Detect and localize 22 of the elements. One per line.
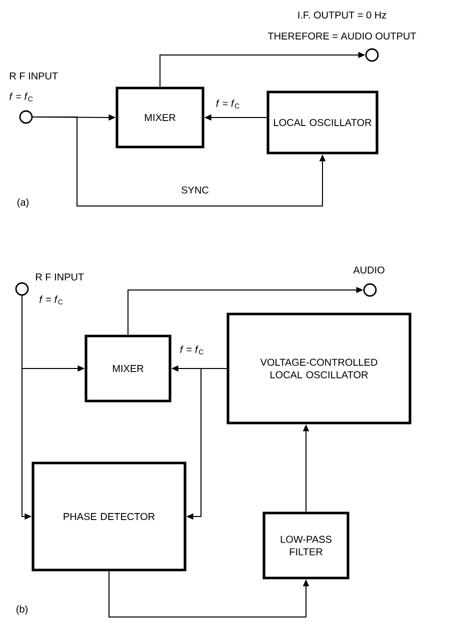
block-box: PHASE DETECTOR: [32, 462, 186, 572]
block-box: MIXER: [84, 334, 172, 402]
terminal-label: THEREFORE = AUDIO OUTPUT: [268, 32, 416, 40]
terminal-label: f = f$_{C}$: [10, 92, 33, 102]
terminal-label: R F INPUT: [36, 274, 84, 280]
terminal-label: f = f$_{C}$: [40, 296, 63, 304]
terminal-circle: [365, 48, 379, 62]
terminal-circle: [19, 110, 33, 124]
panel-label: (a): [18, 198, 28, 208]
terminal-circle: [363, 283, 377, 297]
block-box: MIXER: [116, 86, 204, 148]
block-box: LOW-PASS FILTER: [262, 512, 350, 580]
terminal-circle: [15, 282, 29, 296]
edge-label: f = f$_{C}$: [214, 98, 242, 110]
terminal-label: I.F. OUTPUT = 0 Hz: [298, 11, 386, 19]
terminal-label: AUDIO: [353, 266, 384, 274]
edge-label: f = f$_{C}$: [178, 344, 206, 356]
block-box: VOLTAGE-CONTROLLED LOCAL OSCILLATOR: [226, 312, 412, 424]
edge-label: SYNC: [180, 185, 210, 195]
terminal-label: R F INPUT: [10, 72, 58, 80]
block-box: LOCAL OSCILLATOR: [266, 90, 378, 154]
panel-label: (b): [16, 605, 28, 615]
